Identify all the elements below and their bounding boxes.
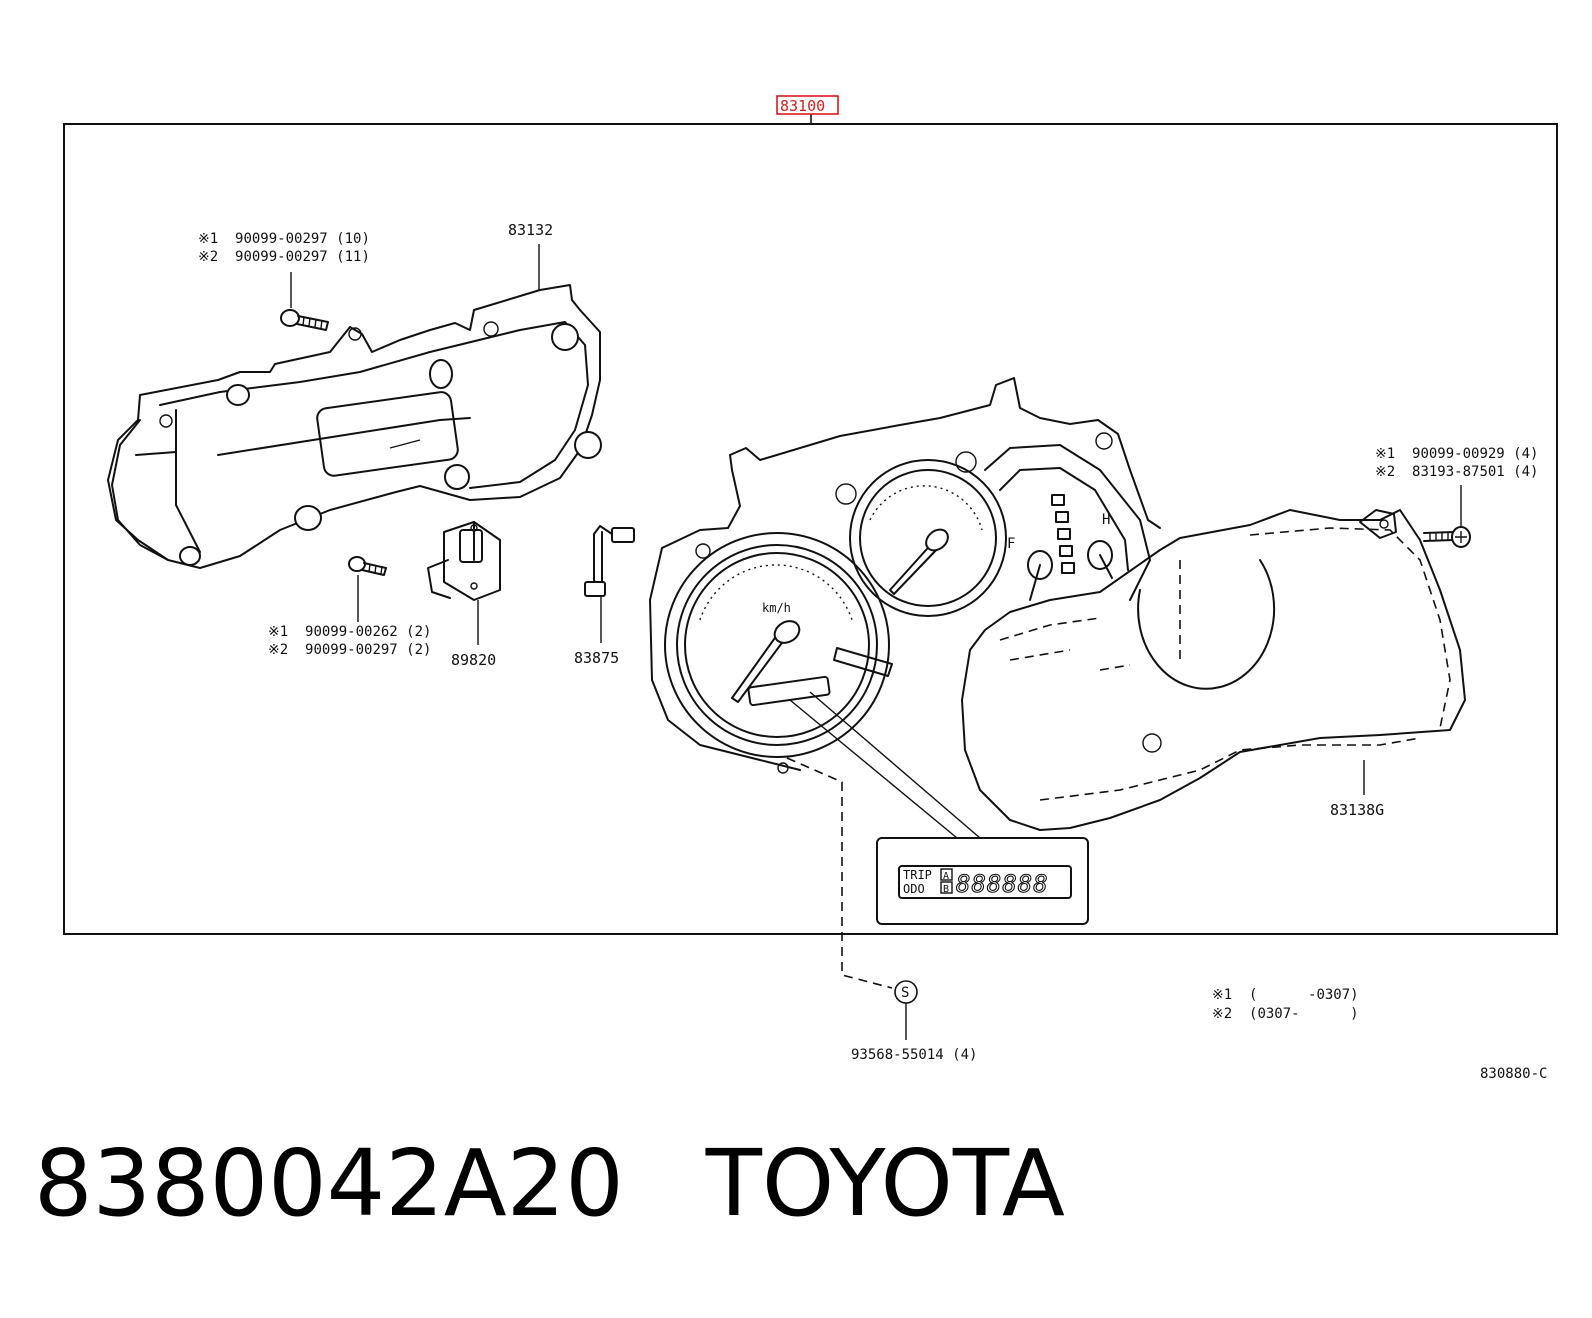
temp-segments [1051,494,1075,574]
callout-harness: 83875 [574,649,619,667]
screw-b-icon [348,556,387,576]
brand-name: TOYOTA [705,1130,1065,1237]
harness-drawing [584,525,635,597]
switch-drawing [427,521,501,601]
odometer-detail: TRIP ODO A B 888888 [876,837,1089,925]
odometer-mode-a: A [943,871,949,882]
callout-service-screw: 93568-55014 (4) [851,1047,977,1063]
odometer-odo-label: ODO [903,882,925,896]
callout-screws-a-1: ※1 90099-00297 (10) [198,231,370,247]
temp-hot-label: H [1102,512,1110,528]
callout-glass: 83138G [1330,801,1384,819]
callout-screws-c-2: ※2 83193-87501 (4) [1375,464,1538,480]
screw-a-icon [280,309,329,331]
assembly-number[interactable]: 83100 [780,97,825,115]
gauge-unit: km/h [762,601,791,615]
callout-screws-b-2: ※2 90099-00297 (2) [268,642,431,658]
callout-screws-c-1: ※1 90099-00929 (4) [1375,446,1538,462]
note-line-2: ※2 (0307- ) [1212,1006,1359,1022]
part-number: 8380042A20 [34,1130,624,1237]
fuel-full-label: F [1007,536,1015,552]
callout-rear-case: 83132 [508,221,553,239]
diagram-code: 830880-C [1480,1066,1547,1082]
odometer-digits: 888888 [956,870,1049,898]
callout-screws-a-2: ※2 90099-00297 (11) [198,249,370,265]
note-line-1: ※1 ( -0307) [1212,987,1359,1003]
glass-drawing [961,509,1466,831]
service-symbol: S [894,980,918,1004]
callout-screws-b-1: ※1 90099-00262 (2) [268,624,431,640]
odometer-trip-label: TRIP [903,868,932,882]
screw-c-icon [1423,526,1471,548]
odometer-mode-b: B [943,884,949,895]
meter-assembly-drawing: km/h H F [649,377,1161,774]
callout-switch: 89820 [451,651,496,669]
rear-case-drawing [107,284,602,569]
service-symbol-letter: S [901,985,909,1001]
assembly-label-highlight [776,95,839,115]
